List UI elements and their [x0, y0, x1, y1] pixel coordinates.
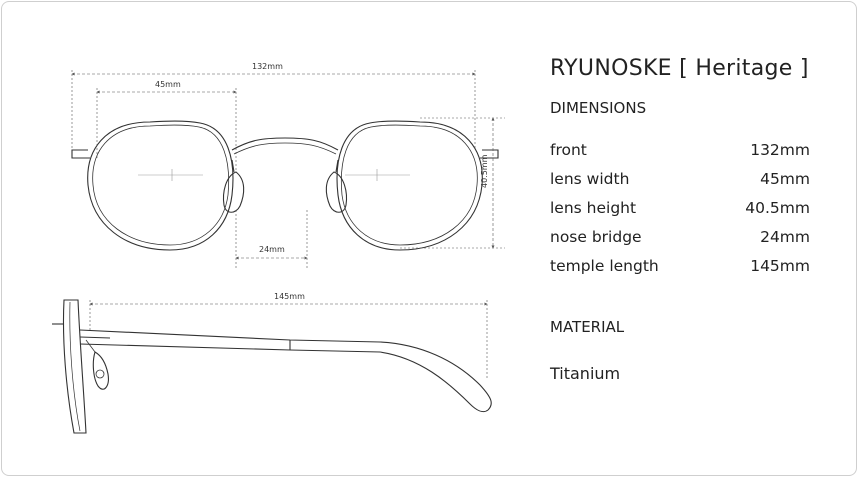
spec-row-front: front 132mm [550, 136, 810, 165]
front-dimensions [71, 70, 505, 268]
material-value: Titanium [550, 364, 621, 383]
lens-width-label: 45mm [155, 80, 181, 89]
spec-row-temple-length: temple length 145mm [550, 252, 810, 281]
temple-arm [79, 329, 492, 413]
left-pad-arm [231, 159, 235, 173]
spec-panel: RYUNOSKE [ Heritage ] DIMENSIONS front 1… [550, 56, 810, 281]
spec-row-nose-bridge: nose bridge 24mm [550, 223, 810, 252]
temple-length-label: 145mm [274, 292, 305, 301]
bridge-inner [233, 142, 337, 155]
product-title: RYUNOSKE [ Heritage ] [550, 56, 809, 81]
left-hinge [71, 149, 90, 159]
front-width-label: 132mm [252, 62, 283, 71]
material-heading: MATERIAL [550, 318, 625, 336]
spec-row-lens-height: lens height 40.5mm [550, 194, 810, 223]
side-rim-edge [69, 301, 81, 432]
side-view [52, 299, 492, 434]
dimensions-heading: DIMENSIONS [550, 99, 647, 117]
left-lens-rim-inner [92, 124, 229, 246]
spec-label: temple length [550, 257, 659, 275]
dimensions-list: front 132mm lens width 45mm lens height … [550, 136, 810, 281]
spec-label: front [550, 141, 587, 159]
spec-label: lens height [550, 199, 637, 217]
side-lens-front [62, 299, 87, 434]
spec-value: 40.5mm [745, 199, 810, 217]
right-nose-pad [325, 171, 348, 213]
side-nose-pad [92, 351, 109, 390]
right-pad-arm [335, 159, 339, 173]
left-lens-rim [87, 120, 234, 251]
spec-row-lens-width: lens width 45mm [550, 165, 810, 194]
spec-label: lens width [550, 170, 630, 188]
side-dimensions [89, 300, 488, 380]
spec-value: 24mm [760, 228, 810, 246]
right-lens-rim [336, 120, 483, 251]
lens-height-label: 40.5mm [480, 154, 489, 188]
spec-value: 132mm [750, 141, 810, 159]
right-lens-rim-inner [341, 124, 478, 246]
left-nose-pad [222, 171, 245, 213]
bridge-width-label: 24mm [259, 245, 285, 254]
bridge [231, 137, 339, 151]
spec-value: 145mm [750, 257, 810, 275]
spec-label: nose bridge [550, 228, 642, 246]
front-view [71, 120, 499, 251]
right-hinge [480, 149, 499, 159]
spec-value: 45mm [760, 170, 810, 188]
